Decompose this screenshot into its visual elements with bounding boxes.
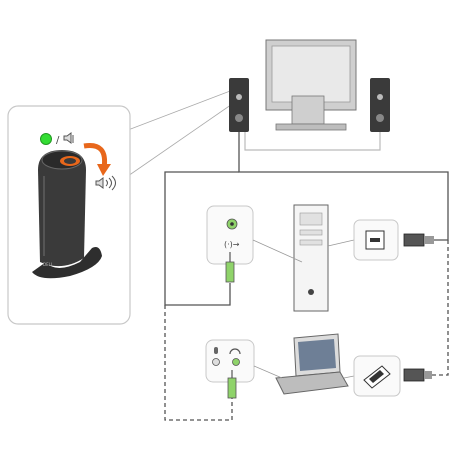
laptop — [275, 333, 349, 395]
volume-knob-arrow-icon — [83, 142, 111, 176]
usb-port-icon — [365, 230, 385, 250]
callout-guide-lines — [127, 87, 239, 177]
usb-plug-desktop — [403, 233, 434, 247]
svg-text:DELL: DELL — [43, 262, 54, 267]
speaker-volume-icon — [95, 175, 116, 191]
usb-port-icon — [363, 365, 391, 389]
speaker-link-cable — [244, 132, 381, 151]
speaker-left-small — [229, 78, 249, 132]
desktop-connector-lines — [252, 239, 355, 263]
speaker-tower-large: DELL — [32, 150, 102, 279]
speaker-detail-callout: / DELL — [7, 105, 131, 325]
power-led-icon — [40, 133, 52, 145]
microphone-icon — [212, 347, 220, 366]
line-out-jack-icon: (·)→ — [224, 218, 240, 249]
callout-separator: / — [56, 135, 60, 146]
speaker-right-small — [370, 78, 390, 132]
usb-plug-laptop — [403, 368, 432, 382]
desktop-audio-panel: (·)→ — [206, 205, 254, 283]
laptop-cables — [164, 240, 449, 421]
laptop-connector-lines — [253, 365, 355, 379]
speaker-mute-icon — [63, 132, 74, 144]
laptop-audio-panel — [205, 339, 255, 399]
laptop-usb-panel — [353, 355, 401, 397]
desktop-usb-panel — [353, 219, 399, 261]
svg-text:(·)→: (·)→ — [224, 240, 240, 249]
audio-plug-desktop — [225, 252, 235, 283]
desktop-computer — [293, 204, 329, 312]
audio-plug-laptop — [227, 370, 237, 399]
headphone-icon — [229, 348, 241, 366]
monitor: DELL — [265, 39, 357, 131]
